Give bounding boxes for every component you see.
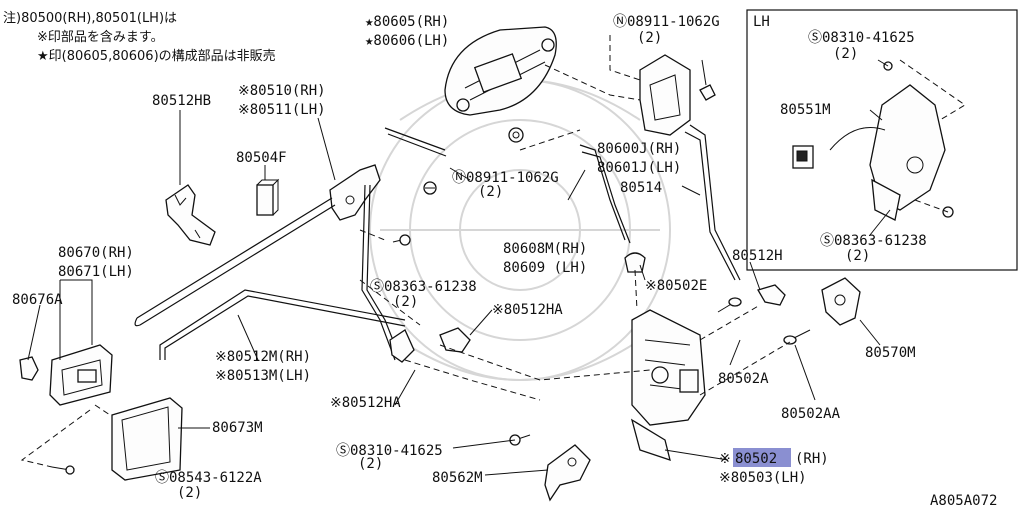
label-80600j[interactable]: 80600J(RH) [597,141,681,157]
label-80670[interactable]: 80670(RH) [58,245,134,261]
label-screw-61238-right-qty: (2) [845,248,870,264]
label-80502e[interactable]: ※80502E [645,278,707,294]
diagram-code: A805A072 [930,493,997,509]
label-80608m[interactable]: 80608M(RH) [503,241,587,257]
label-nut-top-qty: (2) [637,30,662,46]
label-80502aa[interactable]: 80502AA [781,406,841,422]
label-screw-41625-bottom[interactable]: Ⓢ08310-41625 [336,443,443,459]
rod-80514[interactable] [684,124,741,281]
label-lh: LH [753,14,770,30]
grommet-80502e[interactable] [624,252,646,273]
lh-inset-frame [746,9,1018,271]
inset-actuator-80551m[interactable] [792,84,946,221]
bolt-80502a[interactable] [717,297,742,313]
label-nut-mid-qty: (2) [478,184,503,200]
rod-clip-80512ha-top[interactable] [439,327,471,353]
striker-80570m[interactable] [821,277,861,326]
label-80512m[interactable]: ※80512M(RH) [215,349,311,365]
rod-80608m[interactable] [579,144,631,244]
label-screw-41625-top[interactable]: Ⓢ08310-41625 [808,30,915,46]
label-80562m[interactable]: 80562M [432,470,483,486]
leader-dashed [914,199,949,213]
leader-dashed [699,341,791,396]
leader-dashed [699,304,761,341]
label-screw-61238-left[interactable]: Ⓢ08363-61238 [370,279,477,295]
label-80513m[interactable]: ※80513M(LH) [215,368,311,384]
handle-bolt-part[interactable] [508,127,524,143]
rod-clip-80512ha-bottom[interactable] [389,329,415,363]
label-80551m[interactable]: 80551M [780,102,831,118]
rod-80513m[interactable] [159,289,406,360]
label-screw-61238-right[interactable]: Ⓢ08363-61238 [820,233,927,249]
label-screw-41625-top-qty: (2) [833,46,858,62]
part-number-highlight [733,448,791,467]
leader-dashed [359,229,386,241]
leader-dashed [359,279,421,326]
clip-80512h[interactable] [757,284,786,306]
leader-dashed [634,269,638,311]
label-80512hb[interactable]: 80512HB [152,93,211,109]
leader-dashed [94,404,111,416]
label-80502[interactable]: 80502 [735,451,777,467]
rod-vertical-80510[interactable] [361,184,401,361]
leader-dashed [519,129,581,151]
label-80676a[interactable]: 80676A [12,292,63,308]
label-nut-mid[interactable]: Ⓝ08911-1062G [452,170,559,186]
notes-block: 注)80500(RH),80501(LH)は ※印部品を含みます。 ★印(806… [3,11,276,64]
label-80512ha-top[interactable]: ※80512HA [492,302,563,318]
label-80510[interactable]: ※80510(RH) [238,83,326,99]
rod-clip-80512hb[interactable] [165,184,216,246]
leader-dashed [404,359,541,401]
label-screw-41625-bottom-qty: (2) [358,456,383,472]
label-80609[interactable]: 80609 (LH) [503,260,587,276]
label-80570m[interactable]: 80570M [865,345,916,361]
label-80511[interactable]: ※80511(LH) [238,102,326,118]
leader-dashed [544,64,641,101]
escutcheon-80673m[interactable] [111,397,183,481]
label-80512h[interactable]: 80512H [732,248,783,264]
note-line-2: ※印部品を含みます。 [37,29,164,45]
note-line-1: 注)80500(RH),80501(LH)は [3,11,177,26]
leader-dashed [20,409,91,468]
label-screw-6122a-qty: (2) [177,485,202,501]
label-80671[interactable]: 80671(LH) [58,264,134,280]
label-80673m[interactable]: 80673M [212,420,263,436]
label-80512ha-bottom[interactable]: ※80512HA [330,395,401,411]
leader-dashed [609,35,641,81]
label-80502-prefix: ※ [719,451,731,467]
note-line-3: ★印(80605,80606)の構成部品は非販売 [37,48,276,64]
screw-left-part[interactable] [392,234,411,246]
label-screw-61238-left-qty: (2) [393,294,418,310]
label-80504f[interactable]: 80504F [236,150,287,166]
label-80601j[interactable]: 80601J(LH) [597,160,681,176]
leader-dashed [439,344,651,381]
label-80514[interactable]: 80514 [620,180,662,196]
lever-80562m[interactable] [544,444,591,502]
label-80502-suffix: (RH) [795,451,829,467]
bolt-80502aa[interactable] [783,329,811,345]
label-nut-top[interactable]: Ⓝ08911-1062G [613,14,720,30]
inner-plate-80600j[interactable] [639,54,691,136]
rod-80608-upper[interactable] [384,127,447,157]
label-80503[interactable]: ※80503(LH) [719,470,807,486]
screw-part[interactable] [423,181,437,195]
clip-80676a[interactable] [19,356,39,381]
inside-handle-80670[interactable] [49,344,113,406]
label-80502a[interactable]: 80502A [718,371,769,387]
outside-handle-part[interactable] [444,26,557,116]
label-80606[interactable]: ★80606(LH) [365,33,449,49]
screw-6122a-part[interactable] [51,465,75,475]
block-80504f[interactable] [256,178,280,216]
rod-holder-80510[interactable] [329,164,381,221]
label-screw-6122a[interactable]: Ⓢ08543-6122A [155,470,262,486]
label-80605[interactable]: ★80605(RH) [365,14,449,30]
rod-80512m[interactable] [134,197,336,327]
nut-top-part[interactable] [699,84,716,101]
door-lock-actuator-80502[interactable] [630,309,706,461]
